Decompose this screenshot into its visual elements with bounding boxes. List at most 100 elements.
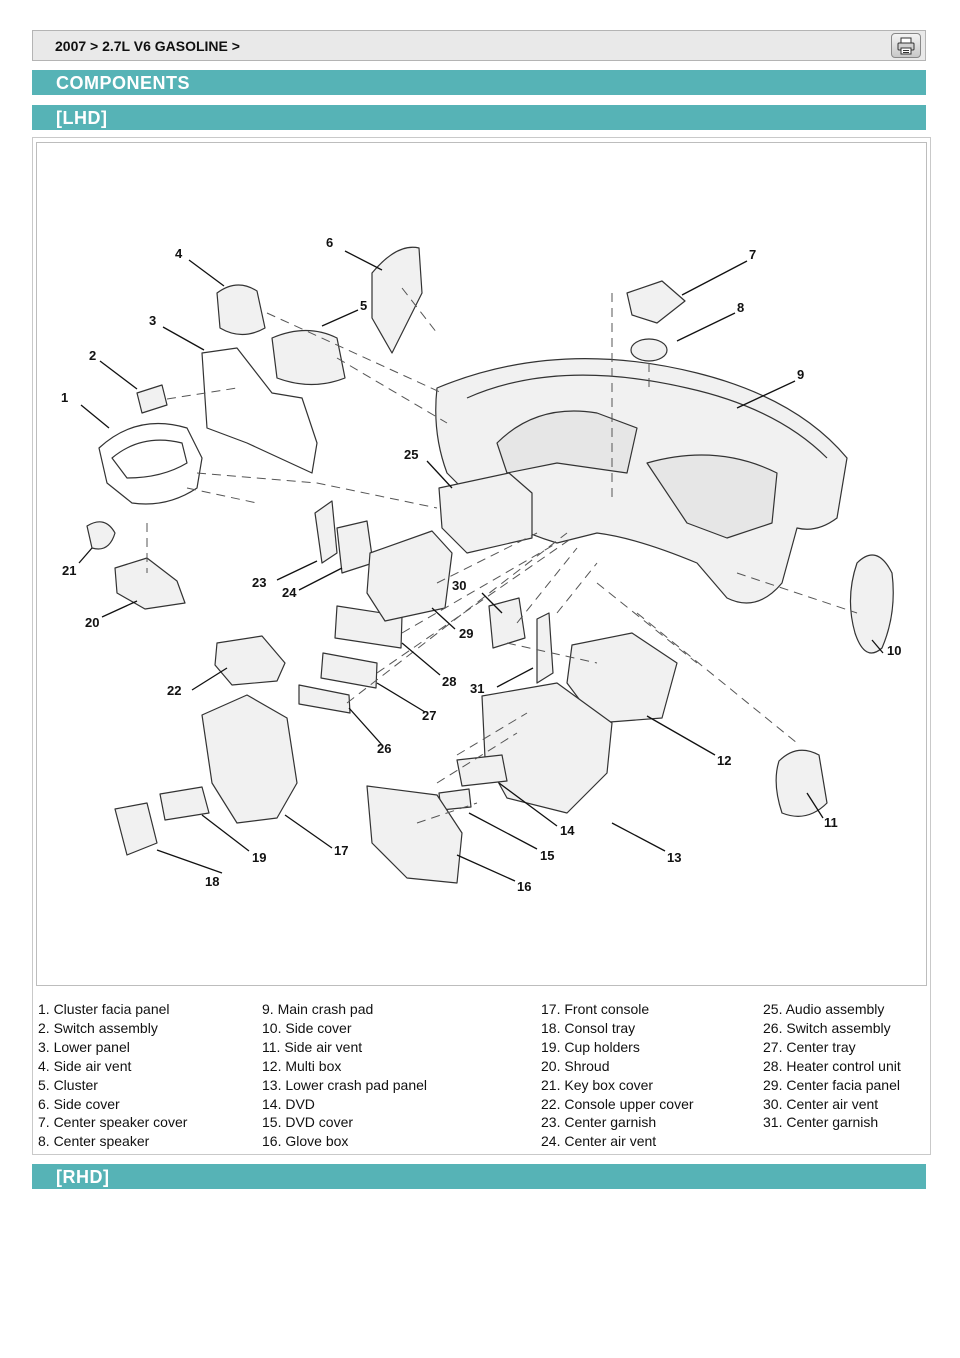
- legend-item: 9. Main crash pad: [262, 1001, 374, 1017]
- callout-31: 31: [470, 681, 485, 696]
- part-center-speaker-cover: [626, 280, 686, 324]
- section-rhd: [RHD]: [32, 1164, 926, 1189]
- legend-item: 20. Shroud: [541, 1057, 610, 1074]
- part-lower-panel: [201, 347, 318, 474]
- part-side-air-vent-left: [216, 284, 266, 336]
- legend-item: 2. Switch assembly: [38, 1019, 158, 1036]
- callout-25: 25: [404, 447, 419, 462]
- legend-item: 15. DVD cover: [262, 1114, 354, 1131]
- print-button[interactable]: [891, 33, 921, 58]
- legend-item: 24. Center air vent: [541, 1133, 657, 1150]
- legend-column-4: 25. Audio assembly 26. Switch assembly 2…: [763, 1000, 901, 1132]
- figure-frame: 1 2 3 4 5 6 7 8 9 10 11 12 13 14 15 16 1…: [32, 137, 931, 1155]
- breadcrumb[interactable]: 2007 > 2.7L V6 GASOLINE >: [55, 38, 240, 54]
- legend-item: 26. Switch assembly: [763, 1019, 891, 1036]
- section-lhd: [LHD]: [32, 105, 926, 130]
- legend-item: 29. Center facia panel: [763, 1076, 900, 1093]
- part-center-garnish-right: [536, 612, 554, 684]
- section-title: COMPONENTS: [56, 73, 191, 93]
- part-switch-assembly-left: [136, 384, 168, 414]
- legend-item: 4. Side air vent: [38, 1057, 132, 1074]
- part-console-upper-cover: [214, 635, 286, 686]
- callout-8: 8: [737, 300, 745, 315]
- breadcrumb-bar: 2007 > 2.7L V6 GASOLINE >: [32, 30, 926, 61]
- legend-item: 31. Center garnish: [763, 1114, 879, 1131]
- part-side-cover-right: [849, 554, 894, 654]
- callout-7: 7: [749, 247, 757, 262]
- callout-2: 2: [89, 348, 97, 363]
- section-rhd-label: [RHD]: [56, 1167, 110, 1187]
- callout-28: 28: [442, 674, 457, 689]
- legend-column-3: 17. Front console 18. Consol tray 19. Cu…: [541, 1000, 694, 1151]
- callout-22: 22: [167, 683, 182, 698]
- legend-item: 6. Side cover: [38, 1095, 120, 1112]
- legend-item: 8. Center speaker: [38, 1133, 150, 1150]
- callout-11: 11: [824, 815, 838, 830]
- legend-item: 7. Center speaker cover: [38, 1114, 188, 1131]
- legend-column-2: 9. Main crash pad 10. Side cover 11. Sid…: [262, 1000, 427, 1151]
- legend-item: 21. Key box cover: [541, 1076, 654, 1093]
- callout-23: 23: [252, 575, 267, 590]
- printer-icon: [897, 37, 915, 55]
- callout-21: 21: [62, 563, 77, 578]
- part-consol-tray: [114, 802, 158, 856]
- callout-24: 24: [282, 585, 297, 600]
- callout-30: 30: [452, 578, 467, 593]
- legend-item: 17. Front console: [541, 1001, 650, 1017]
- part-dvd: [456, 754, 508, 787]
- callout-20: 20: [85, 615, 100, 630]
- part-center-air-vent-left: [336, 520, 374, 574]
- callout-10: 10: [887, 643, 902, 658]
- callout-14: 14: [560, 823, 575, 838]
- legend-item: 10. Side cover: [262, 1019, 352, 1036]
- legend-item: 25. Audio assembly: [763, 1001, 885, 1017]
- callout-29: 29: [459, 626, 474, 641]
- callout-9: 9: [797, 367, 805, 382]
- legend-item: 16. Glove box: [262, 1133, 349, 1150]
- legend-item: 18. Consol tray: [541, 1019, 636, 1036]
- part-key-box-cover: [86, 521, 116, 550]
- section-title-components: COMPONENTS: [32, 70, 926, 95]
- legend-item: 14. DVD: [262, 1095, 315, 1112]
- part-cup-holders: [159, 786, 210, 821]
- legend-item: 30. Center air vent: [763, 1095, 879, 1112]
- part-shroud: [114, 557, 186, 610]
- legend-item: 1. Cluster facia panel: [38, 1001, 170, 1017]
- callout-17: 17: [334, 843, 349, 858]
- section-lhd-label: [LHD]: [56, 108, 108, 128]
- legend-item: 12. Multi box: [262, 1057, 342, 1074]
- parts-legend: 1. Cluster facia panel 2. Switch assembl…: [38, 1000, 923, 1150]
- callout-3: 3: [149, 313, 157, 328]
- legend-item: 19. Cup holders: [541, 1038, 640, 1055]
- callout-12: 12: [717, 753, 732, 768]
- part-side-air-vent-right: [775, 749, 828, 817]
- callout-27: 27: [422, 708, 437, 723]
- legend-column-1: 1. Cluster facia panel 2. Switch assembl…: [38, 1000, 187, 1151]
- part-cluster: [271, 329, 346, 386]
- legend-item: 27. Center tray: [763, 1038, 856, 1055]
- callout-1: 1: [61, 390, 69, 405]
- callout-15: 15: [540, 848, 555, 863]
- callout-13: 13: [667, 850, 682, 865]
- part-switch-assembly: [298, 684, 351, 714]
- legend-item: 5. Cluster: [38, 1076, 98, 1093]
- callout-26: 26: [377, 741, 392, 756]
- callout-19: 19: [252, 850, 267, 865]
- part-center-tray: [320, 652, 378, 689]
- callout-16: 16: [517, 879, 532, 894]
- callout-4: 4: [175, 246, 183, 261]
- legend-item: 13. Lower crash pad panel: [262, 1076, 427, 1093]
- components-drawing: [78, 246, 894, 884]
- legend-item: 23. Center garnish: [541, 1114, 657, 1131]
- legend-item: 11. Side air vent: [262, 1038, 363, 1055]
- legend-item: 28. Heater control unit: [763, 1057, 901, 1074]
- part-multi-box: [566, 632, 678, 724]
- part-center-speaker: [630, 338, 668, 362]
- part-center-air-vent-right: [488, 597, 526, 649]
- part-side-cover-left: [371, 246, 423, 354]
- callout-18: 18: [205, 874, 220, 889]
- legend-item: 3. Lower panel: [38, 1038, 130, 1055]
- exploded-view-diagram: 1 2 3 4 5 6 7 8 9 10 11 12 13 14 15 16 1…: [36, 142, 927, 986]
- part-center-facia-panel: [366, 530, 453, 622]
- part-front-console: [201, 694, 298, 824]
